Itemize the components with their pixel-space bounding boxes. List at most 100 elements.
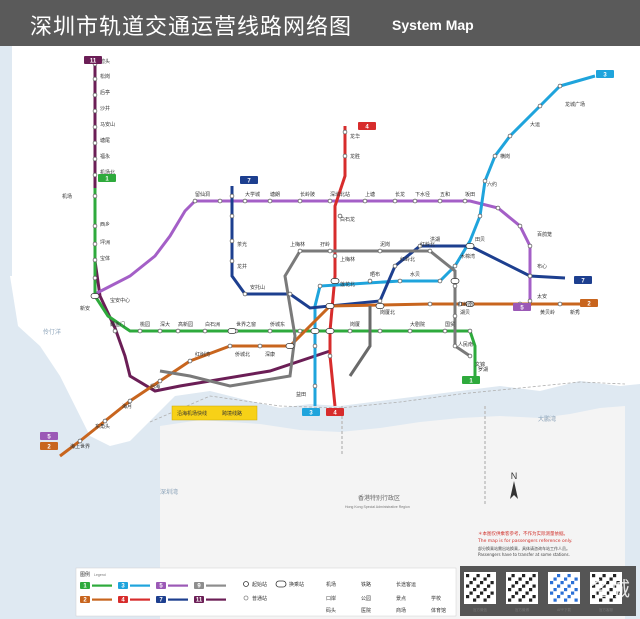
station-dot[interactable] [342,153,348,159]
station-dot[interactable] [377,248,383,254]
terminus-badge[interactable]: 3 [596,70,614,78]
station-dot[interactable] [102,418,108,424]
station-dot[interactable] [527,273,533,279]
station-dot[interactable] [392,263,398,269]
terminus-badge[interactable]: 2 [40,442,58,450]
interchange-station[interactable] [330,278,340,284]
station-dot[interactable] [127,398,133,404]
station-dot[interactable] [427,248,433,254]
station-dot[interactable] [442,328,448,334]
interchange-station[interactable] [465,301,475,307]
station-dot[interactable] [537,103,543,109]
station-dot[interactable] [527,243,533,249]
station-dot[interactable] [92,193,98,199]
station-dot[interactable] [495,205,501,211]
station-dot[interactable] [317,283,323,289]
station-dot[interactable] [467,353,473,359]
station-dot[interactable] [452,263,458,269]
station-dot[interactable] [327,198,333,204]
station-dot[interactable] [92,257,98,263]
station-dot[interactable] [457,301,463,307]
station-dot[interactable] [467,328,473,334]
qr-code[interactable] [590,572,622,604]
station-dot[interactable] [92,156,98,162]
station-dot[interactable] [462,198,468,204]
terminus-badge[interactable]: 5 [40,432,58,440]
station-dot[interactable] [427,301,433,307]
station-dot[interactable] [297,328,303,334]
station-dot[interactable] [92,92,98,98]
station-dot[interactable] [327,353,333,359]
station-dot[interactable] [557,301,563,307]
station-dot[interactable] [229,193,235,199]
terminus-badge[interactable]: 1 [98,174,116,182]
station-dot[interactable] [92,76,98,82]
station-dot[interactable] [297,198,303,204]
station-dot[interactable] [477,213,483,219]
station-dot[interactable] [417,243,423,249]
station-dot[interactable] [157,378,163,384]
station-dot[interactable] [157,328,163,334]
station-dot[interactable] [327,248,333,254]
station-dot[interactable] [267,198,273,204]
station-dot[interactable] [77,438,83,444]
station-dot[interactable] [557,83,563,89]
station-dot[interactable] [507,133,513,139]
station-dot[interactable] [342,129,348,135]
station-dot[interactable] [452,313,458,319]
station-dot[interactable] [297,248,303,254]
station-dot[interactable] [137,328,143,334]
terminus-badge[interactable]: 11 [84,56,102,64]
station-dot[interactable] [175,328,181,334]
station-dot[interactable] [92,124,98,130]
station-dot[interactable] [112,328,118,334]
station-dot[interactable] [192,198,198,204]
station-dot[interactable] [517,223,523,229]
interchange-station[interactable] [285,343,295,349]
station-dot[interactable] [377,298,383,304]
station-dot[interactable] [332,253,338,259]
interchange-station[interactable] [227,328,237,334]
terminus-badge[interactable]: 7 [574,276,592,284]
station-dot[interactable] [392,198,398,204]
terminus-badge[interactable]: 4 [358,122,376,130]
station-dot[interactable] [267,328,273,334]
interchange-station[interactable] [90,293,100,299]
interchange-station[interactable] [450,278,460,284]
station-dot[interactable] [452,343,458,349]
terminus-badge[interactable]: 1 [462,376,480,384]
interchange-station[interactable] [310,328,320,334]
station-dot[interactable] [312,383,318,389]
station-dot[interactable] [242,291,248,297]
station-dot[interactable] [92,140,98,146]
station-dot[interactable] [492,153,498,159]
station-dot[interactable] [412,198,418,204]
station-dot[interactable] [287,291,293,297]
station-dot[interactable] [227,343,233,349]
station-dot[interactable] [407,328,413,334]
station-dot[interactable] [367,278,373,284]
station-dot[interactable] [92,223,98,229]
station-dot[interactable] [257,343,263,349]
interchange-station[interactable] [325,328,335,334]
station-dot[interactable] [217,198,223,204]
station-dot[interactable] [312,343,318,349]
station-dot[interactable] [92,275,98,281]
station-dot[interactable] [527,298,533,304]
station-dot[interactable] [92,172,98,178]
terminus-badge[interactable]: 2 [580,299,598,307]
station-dot[interactable] [242,198,248,204]
station-dot[interactable] [92,241,98,247]
station-dot[interactable] [377,328,383,334]
terminus-badge[interactable]: 7 [240,176,258,184]
station-dot[interactable] [337,213,343,219]
qr-code[interactable] [506,572,538,604]
station-dot[interactable] [347,328,353,334]
terminus-badge[interactable]: 4 [326,408,344,416]
station-dot[interactable] [452,283,458,289]
station-dot[interactable] [229,213,235,219]
interchange-station[interactable] [465,243,475,249]
station-dot[interactable] [187,358,193,364]
station-dot[interactable] [482,178,488,184]
station-dot[interactable] [92,108,98,114]
